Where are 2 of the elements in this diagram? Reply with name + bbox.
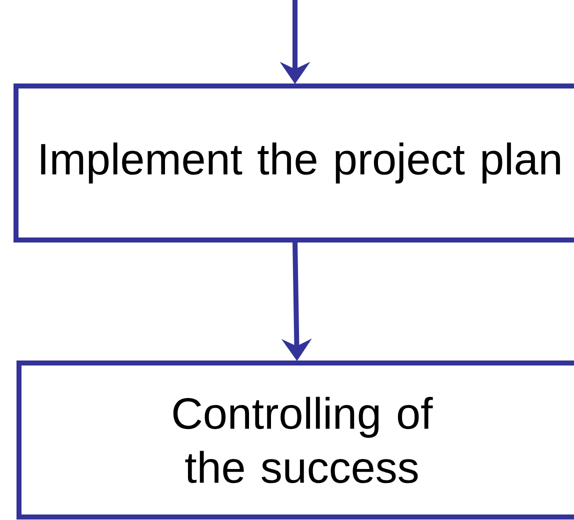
process-box: Implement the project plan <box>14 84 574 242</box>
process-box: Controlling of the success <box>16 360 574 520</box>
